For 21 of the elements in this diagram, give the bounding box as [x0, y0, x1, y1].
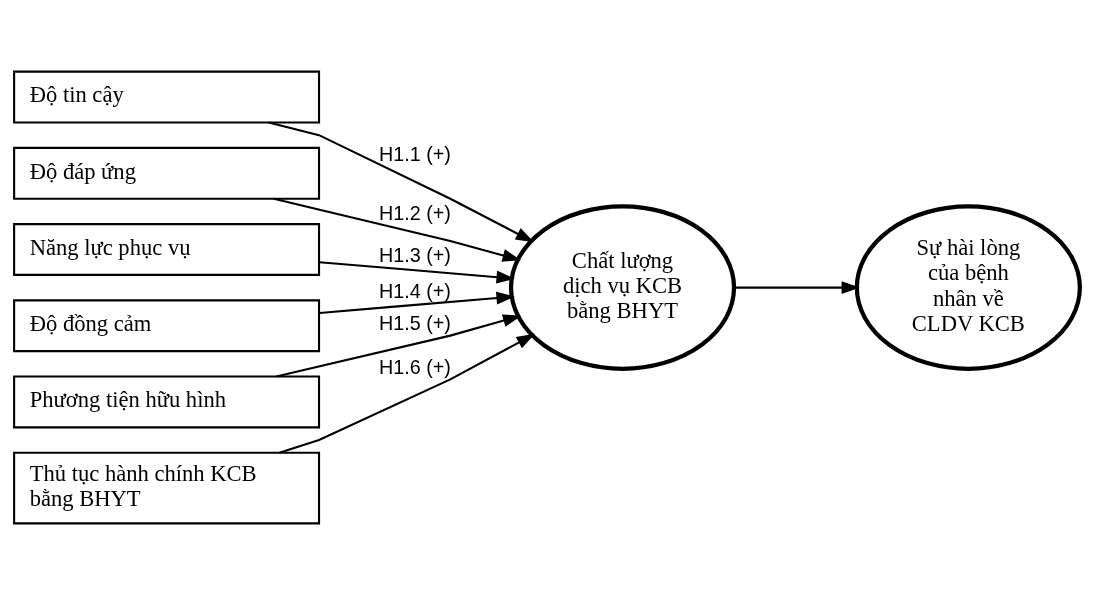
- node-box: Năng lực phục vụ: [13, 222, 321, 276]
- arrow: [279, 333, 536, 454]
- edge-label: H1.6 (+): [379, 355, 451, 378]
- edge-label: H1.3 (+): [379, 243, 451, 266]
- node-box: Độ đồng cảm: [13, 298, 321, 352]
- node-box: Độ đáp ứng: [13, 146, 321, 200]
- arrow: [276, 313, 522, 378]
- edge-label: H1.4 (+): [379, 279, 451, 302]
- node-box: Phương tiện hữu hình: [13, 375, 321, 428]
- arrow: [319, 291, 515, 314]
- node-ellipse: Chất lượng dịch vụ KCB bằng BHYT: [508, 203, 737, 371]
- arrow: [268, 120, 535, 242]
- node-box: Thủ tục hành chính KCB bằng BHYT: [13, 451, 321, 524]
- edge-label: H1.2 (+): [379, 201, 451, 224]
- arrow: [734, 280, 860, 294]
- edge-label: H1.5 (+): [379, 311, 451, 334]
- edge-label: H1.1 (+): [379, 142, 451, 165]
- node-ellipse: Sự hài lòng của bệnh nhân về CLDV KCB: [854, 203, 1082, 371]
- arrow: [319, 260, 515, 284]
- node-box: Độ tin cậy: [13, 70, 321, 123]
- arrow: [273, 197, 521, 262]
